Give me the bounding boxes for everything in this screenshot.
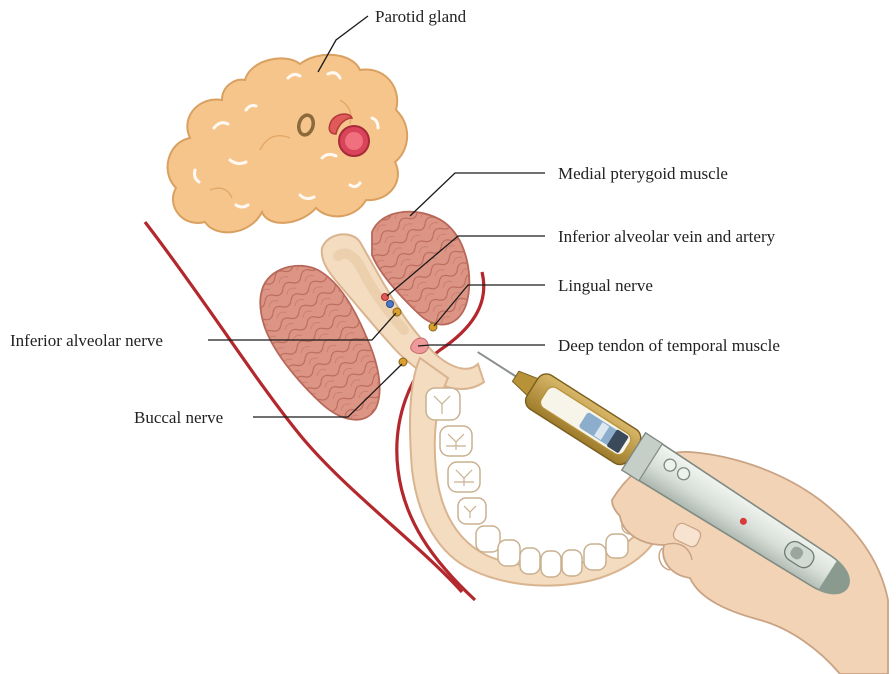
vein-dot bbox=[387, 301, 394, 308]
label-lingual-nerve: Lingual nerve bbox=[558, 276, 653, 295]
parotid-gland-shape bbox=[168, 55, 408, 233]
artery-dot bbox=[382, 294, 389, 301]
label-buccal-nerve: Buccal nerve bbox=[134, 408, 223, 427]
label-deep-tendon: Deep tendon of temporal muscle bbox=[558, 336, 780, 355]
label-parotid-gland: Parotid gland bbox=[375, 7, 467, 26]
leader-medial-pterygoid bbox=[410, 173, 545, 216]
label-inferior-alveolar-vein-artery: Inferior alveolar vein and artery bbox=[558, 227, 776, 246]
label-medial-pterygoid-muscle: Medial pterygoid muscle bbox=[558, 164, 728, 183]
leader-deep-tendon bbox=[418, 345, 545, 346]
parotid-vessel-lumen bbox=[345, 132, 363, 150]
label-inferior-alveolar-nerve: Inferior alveolar nerve bbox=[10, 331, 163, 350]
buccal-nerve-dot bbox=[399, 358, 407, 366]
